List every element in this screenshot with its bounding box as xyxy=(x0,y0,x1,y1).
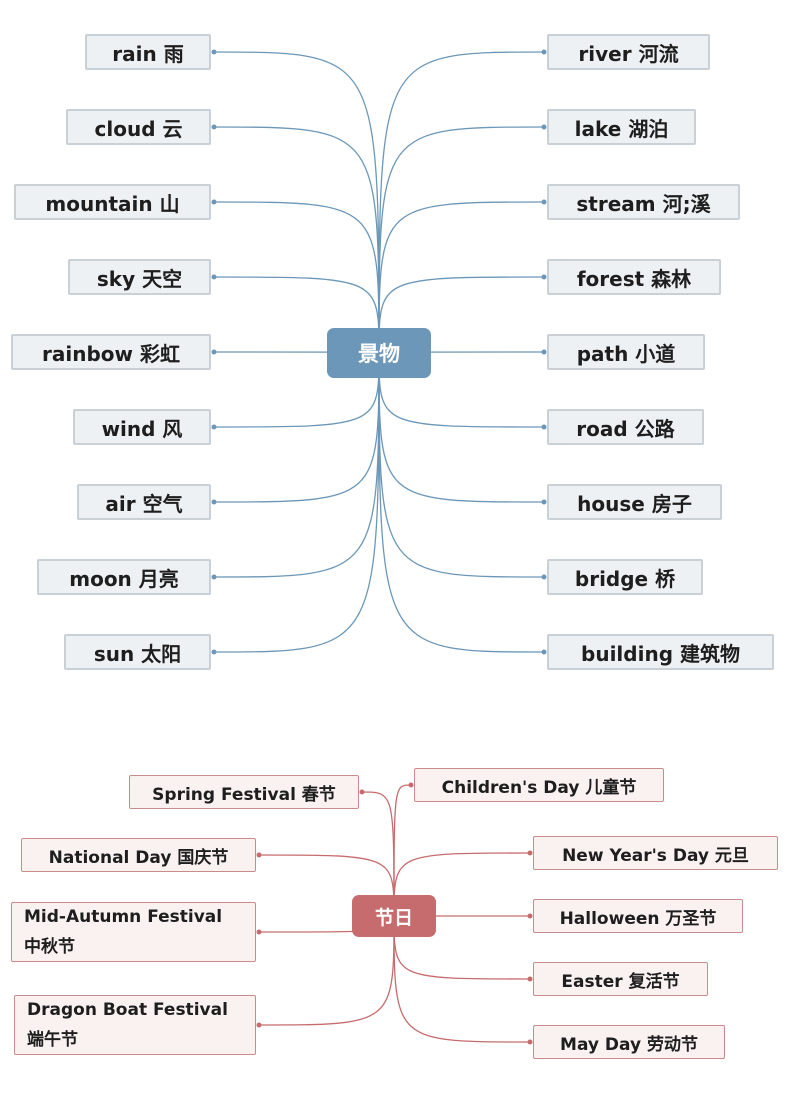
node-mid-autumn: Mid-Autumn Festival 中秋节 xyxy=(11,902,256,962)
connector-dot xyxy=(527,913,533,919)
connector-dot xyxy=(541,124,547,130)
connector-dot xyxy=(211,199,217,205)
node-river: river 河流 xyxy=(547,34,710,70)
connector-dot xyxy=(541,199,547,205)
node-halloween: Halloween 万圣节 xyxy=(533,899,743,933)
node-sun: sun 太阳 xyxy=(64,634,211,670)
festivals-hub: 节日 xyxy=(352,895,436,937)
connector-dot xyxy=(541,349,547,355)
connector-dot xyxy=(527,850,533,856)
node-sky: sky 天空 xyxy=(68,259,211,295)
node-air: air 空气 xyxy=(77,484,211,520)
node-stream: stream 河;溪 xyxy=(547,184,740,220)
node-spring-festival: Spring Festival 春节 xyxy=(129,775,359,809)
connector-dot xyxy=(541,49,547,55)
connector-dot xyxy=(359,789,365,795)
connector-node-forest xyxy=(378,276,545,354)
node-wind: wind 风 xyxy=(73,409,211,445)
node-rainbow: rainbow 彩虹 xyxy=(11,334,211,370)
connector-dot xyxy=(541,424,547,430)
connector-dot xyxy=(256,852,262,858)
node-path: path 小道 xyxy=(547,334,705,370)
node-lake: lake 湖泊 xyxy=(547,109,696,145)
connector-node-bridge xyxy=(378,352,545,578)
node-new-years-day: New Year's Day 元旦 xyxy=(533,836,778,870)
node-childrens-day: Children's Day 儿童节 xyxy=(414,768,664,802)
connector-dot xyxy=(256,1022,262,1028)
scenery-hub: 景物 xyxy=(327,328,431,378)
connector-dot xyxy=(408,782,414,788)
connector-dot xyxy=(211,349,217,355)
node-mountain: mountain 山 xyxy=(14,184,211,220)
connector-dot xyxy=(541,499,547,505)
node-road: road 公路 xyxy=(547,409,704,445)
connector-dot xyxy=(527,1039,533,1045)
connector-dot xyxy=(211,49,217,55)
connector-node-moon xyxy=(213,352,380,578)
connector-dot xyxy=(211,124,217,130)
connector-dot xyxy=(211,574,217,580)
connector-node-lake xyxy=(378,126,545,354)
connector-dot xyxy=(541,274,547,280)
node-dragon-boat: Dragon Boat Festival 端午节 xyxy=(14,995,256,1055)
connector-node-sun xyxy=(213,352,380,653)
dragon-boat-zh: 端午节 xyxy=(27,1030,78,1050)
node-house: house 房子 xyxy=(547,484,722,520)
connector-dot xyxy=(211,649,217,655)
node-forest: forest 森林 xyxy=(547,259,721,295)
node-national-day: National Day 国庆节 xyxy=(21,838,256,872)
connector-node-childrens-day xyxy=(393,784,412,917)
node-easter: Easter 复活节 xyxy=(533,962,708,996)
connector-node-river xyxy=(378,51,545,354)
connector-dot xyxy=(256,929,262,935)
node-may-day: May Day 劳动节 xyxy=(533,1025,725,1059)
node-bridge: bridge 桥 xyxy=(547,559,703,595)
node-building: building 建筑物 xyxy=(547,634,774,670)
connector-node-may-day xyxy=(393,915,531,1043)
connector-node-stream xyxy=(378,201,545,354)
node-moon: moon 月亮 xyxy=(37,559,211,595)
connector-node-rain xyxy=(213,51,380,354)
connector-node-building xyxy=(378,352,545,653)
mid-autumn-en: Mid-Autumn Festival xyxy=(24,907,223,927)
connector-node-cloud xyxy=(213,126,380,354)
connector-dot xyxy=(211,274,217,280)
mid-autumn-zh: 中秋节 xyxy=(24,937,75,957)
connector-dot xyxy=(211,424,217,430)
connector-dot xyxy=(211,499,217,505)
node-cloud: cloud 云 xyxy=(66,109,211,145)
connector-dot xyxy=(527,976,533,982)
node-rain: rain 雨 xyxy=(85,34,211,70)
connector-dot xyxy=(541,574,547,580)
connector-dot xyxy=(541,649,547,655)
dragon-boat-en: Dragon Boat Festival xyxy=(27,1000,228,1020)
